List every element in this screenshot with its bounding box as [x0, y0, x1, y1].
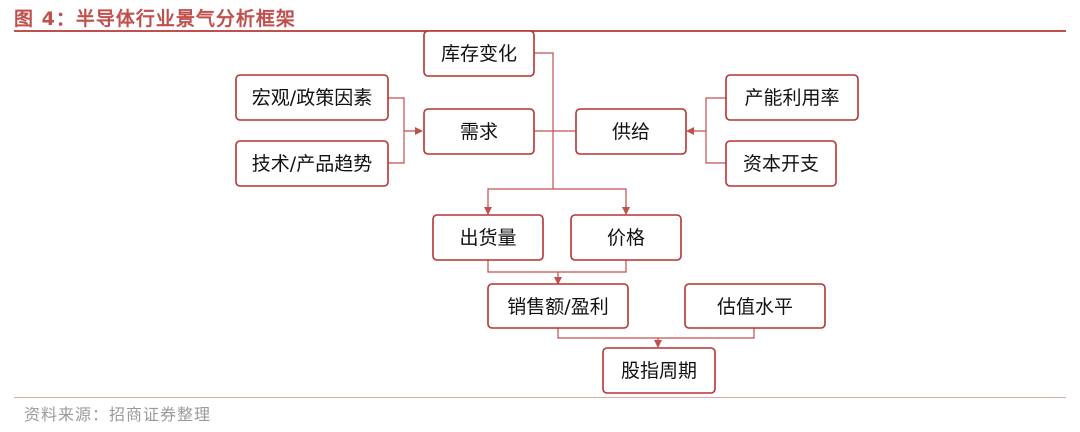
- node-utilization-label: 产能利用率: [744, 87, 839, 109]
- node-shipment-label: 出货量: [459, 227, 516, 249]
- node-tech: 技术/产品趋势: [235, 140, 389, 187]
- node-sales-label: 销售额/盈利: [507, 296, 608, 318]
- node-stock-cycle-label: 股指周期: [621, 360, 697, 382]
- merge-bracket-sales: [487, 260, 627, 273]
- node-tech-label: 技术/产品趋势: [252, 153, 372, 175]
- node-macro-label: 宏观/政策因素: [252, 87, 372, 109]
- supply-factor-bracket: [705, 97, 726, 164]
- node-supply: 供给: [575, 108, 687, 155]
- node-demand: 需求: [423, 108, 535, 155]
- inventory-trunk: [534, 52, 554, 189]
- node-price-label: 价格: [607, 227, 645, 249]
- macro-tech-bracket: [388, 97, 405, 164]
- node-macro: 宏观/政策因素: [235, 74, 389, 121]
- split-bracket: [487, 188, 627, 213]
- merge-bracket-cycle: [557, 328, 755, 339]
- node-shipment: 出货量: [432, 214, 544, 261]
- node-price: 价格: [570, 214, 682, 261]
- footer-divider: [14, 397, 1066, 398]
- title-underline: [14, 30, 1066, 32]
- source-note: 资料来源：招商证券整理: [24, 405, 212, 424]
- node-supply-label: 供给: [612, 121, 650, 143]
- node-capex-label: 资本开支: [743, 153, 819, 175]
- node-demand-label: 需求: [460, 121, 498, 143]
- node-inventory-label: 库存变化: [441, 43, 517, 65]
- node-inventory: 库存变化: [423, 30, 535, 77]
- node-stock-cycle: 股指周期: [602, 347, 716, 394]
- figure-title: 图 4：半导体行业景气分析框架: [14, 8, 296, 30]
- connectors: [388, 52, 755, 348]
- node-sales: 销售额/盈利: [487, 283, 629, 329]
- node-utilization: 产能利用率: [725, 74, 859, 121]
- node-valuation: 估值水平: [684, 283, 826, 329]
- node-valuation-label: 估值水平: [717, 296, 793, 318]
- node-capex: 资本开支: [725, 140, 837, 187]
